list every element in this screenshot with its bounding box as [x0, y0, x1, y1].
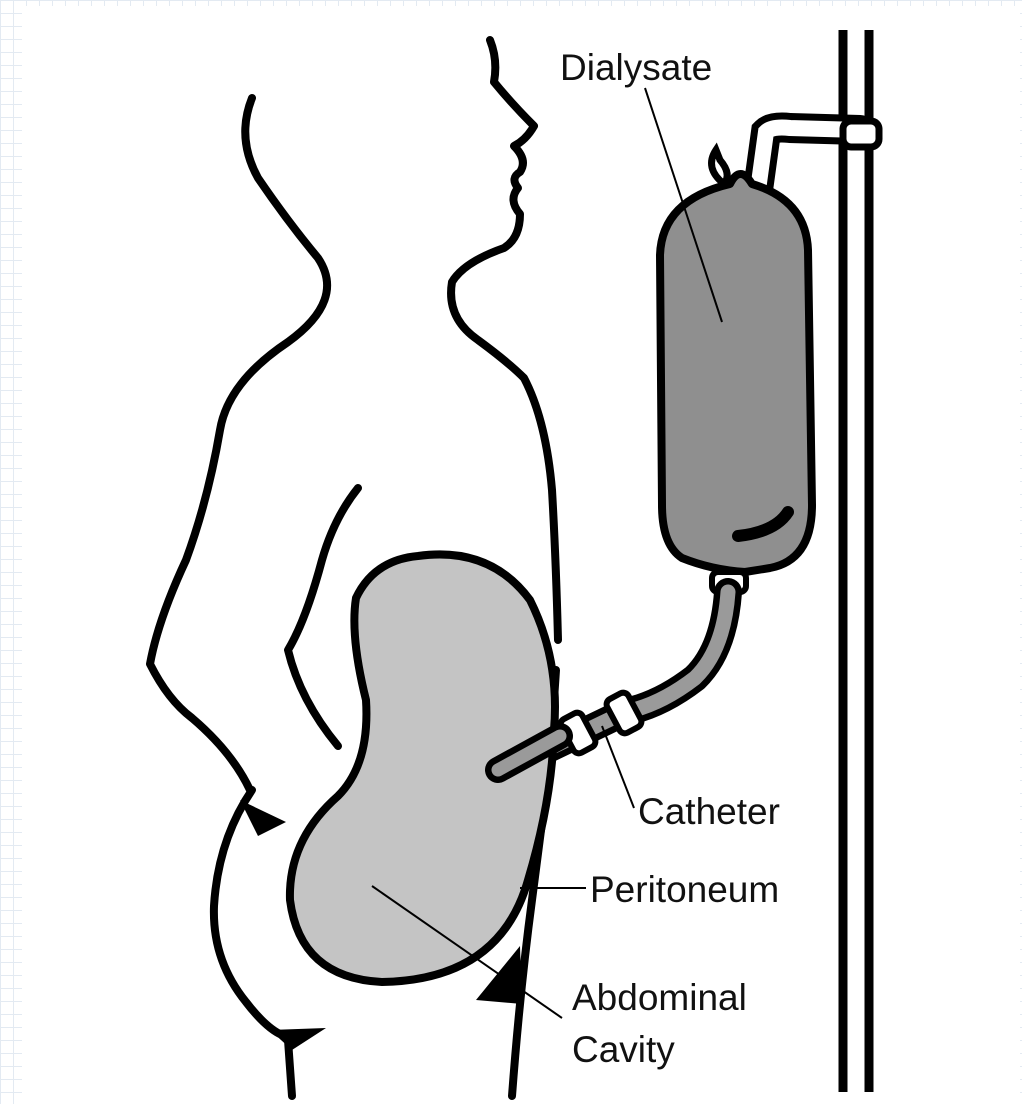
label-peritoneum: Peritoneum — [590, 869, 779, 910]
label-dialysate: Dialysate — [560, 47, 712, 88]
label-catheter: Catheter — [638, 791, 780, 832]
dialysate-bag — [660, 150, 812, 592]
label-cavity: Cavity — [572, 1029, 675, 1070]
label-abdominal: Abdominal — [572, 977, 747, 1018]
